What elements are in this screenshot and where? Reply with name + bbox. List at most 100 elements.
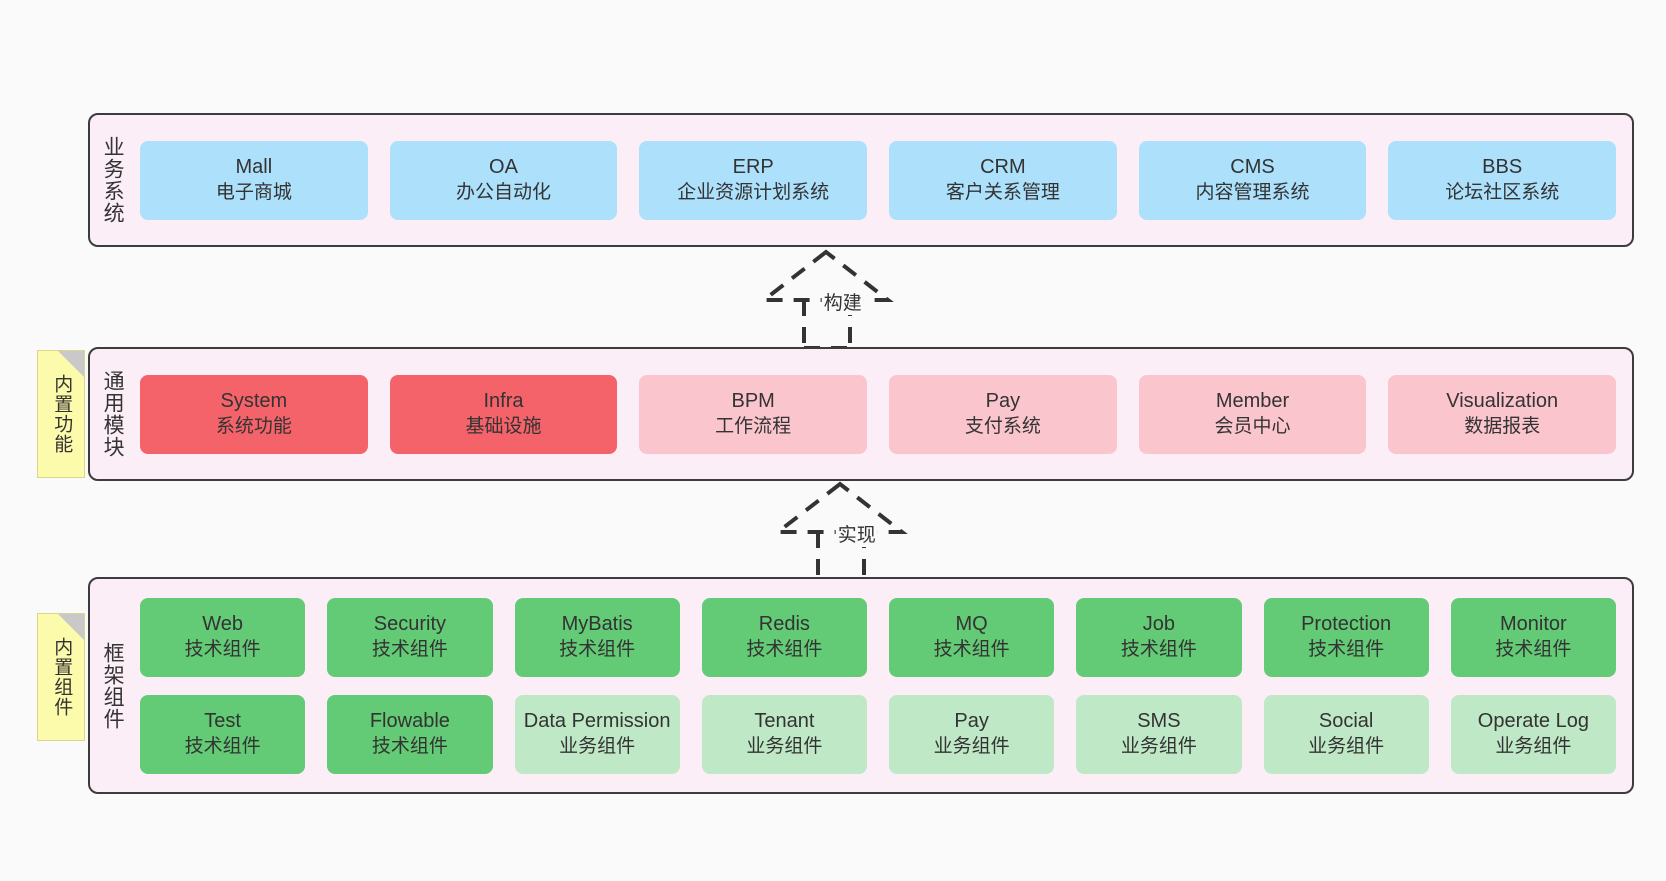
component-web[interactable]: Web 技术组件 [140,597,306,677]
component-tenant-name: Tenant [754,710,815,733]
component-monitor-desc: 技术组件 [1495,638,1572,660]
component-security-desc: 技术组件 [371,638,448,660]
layer-framework-title: 框架组件 [101,641,125,730]
component-sms[interactable]: SMS 业务组件 [1076,694,1242,774]
component-mybatis-name: MyBatis [561,613,633,636]
component-test-desc: 技术组件 [184,735,261,757]
note-builtin-component-label: 内置组件 [51,637,73,717]
module-system-name: System [220,390,288,413]
module-crm-name: CRM [980,156,1026,179]
component-pay[interactable]: Pay 业务组件 [889,694,1055,774]
module-oa[interactable]: OA 办公自动化 [389,140,618,220]
component-mq-desc: 技术组件 [933,638,1010,660]
component-social-desc: 业务组件 [1308,735,1385,757]
component-job-desc: 技术组件 [1120,638,1197,660]
component-job[interactable]: Job 技术组件 [1076,597,1242,677]
module-pay-name: Pay [985,390,1021,413]
module-bbs-desc: 论坛社区系统 [1445,181,1560,203]
connector-implement: 实现 [760,481,940,582]
component-mq-name: MQ [955,613,988,636]
component-mybatis[interactable]: MyBatis 技术组件 [514,597,680,677]
component-protection-desc: 技术组件 [1308,638,1385,660]
module-erp-desc: 企业资源计划系统 [677,181,830,203]
connector-build: 构建 [746,249,926,350]
module-oa-desc: 办公自动化 [456,181,552,203]
module-mall-desc: 电子商城 [215,181,292,203]
component-flowable-name: Flowable [369,710,450,733]
layer-common-title: 通用模块 [101,370,125,458]
component-mq[interactable]: MQ 技术组件 [889,597,1055,677]
component-security[interactable]: Security 技术组件 [327,597,493,677]
note-builtin-function: 内置功能 [37,350,85,478]
component-sms-desc: 业务组件 [1120,735,1197,757]
module-pay[interactable]: Pay 支付系统 [889,374,1117,454]
module-mall-name: Mall [235,156,273,179]
component-social[interactable]: Social 业务组件 [1263,694,1429,774]
module-bpm[interactable]: BPM 工作流程 [639,374,868,454]
component-redis-desc: 技术组件 [746,638,823,660]
module-infra-name: Infra [483,390,524,413]
common-row: System 系统功能 Infra 基础设施 BPM 工作流程 Pay 支付系统… [140,374,1617,454]
component-operate-log-name: Operate Log [1477,710,1589,733]
module-system-desc: 系统功能 [215,415,292,437]
component-web-name: Web [202,613,243,636]
component-data-permission-name: Data Permission [523,710,671,733]
module-erp-name: ERP [732,156,774,179]
note-builtin-function-label: 内置功能 [51,374,73,454]
connector-build-label: 构建 [821,288,864,315]
component-mybatis-desc: 技术组件 [559,638,636,660]
component-data-permission-desc: 业务组件 [559,735,636,757]
component-redis[interactable]: Redis 技术组件 [701,597,867,677]
connector-implement-label: 实现 [835,520,878,547]
module-member-name: Member [1215,390,1290,413]
note-builtin-component: 内置组件 [37,613,85,741]
module-cms-desc: 内容管理系统 [1195,181,1310,203]
business-row: Mall 电子商城 OA 办公自动化 ERP 企业资源计划系统 CRM 客户关系… [140,140,1617,220]
module-infra[interactable]: Infra 基础设施 [389,374,618,454]
component-data-permission[interactable]: Data Permission 业务组件 [514,694,680,774]
component-operate-log[interactable]: Operate Log 业务组件 [1450,694,1616,774]
component-flowable-desc: 技术组件 [371,735,448,757]
layer-common-module: 通用模块 System 系统功能 Infra 基础设施 BPM 工作流程 Pay… [88,347,1634,481]
framework-row-tech: Web 技术组件 Security 技术组件 MyBatis 技术组件 Redi… [140,597,1616,677]
component-flowable[interactable]: Flowable 技术组件 [327,694,493,774]
module-visualization-desc: 数据报表 [1464,415,1541,437]
component-tenant-desc: 业务组件 [746,735,823,757]
component-test[interactable]: Test 技术组件 [140,694,306,774]
module-oa-name: OA [489,156,518,179]
module-system[interactable]: System 系统功能 [140,374,368,454]
module-cms[interactable]: CMS 内容管理系统 [1138,140,1367,220]
component-sms-name: SMS [1137,710,1181,733]
component-social-name: Social [1318,710,1374,733]
component-monitor[interactable]: Monitor 技术组件 [1450,597,1616,677]
module-mall[interactable]: Mall 电子商城 [140,140,368,220]
module-visualization-name: Visualization [1446,390,1559,413]
component-monitor-name: Monitor [1500,613,1567,636]
module-infra-desc: 基础设施 [465,415,542,437]
module-member-desc: 会员中心 [1214,415,1291,437]
layer-framework-body: Web 技术组件 Security 技术组件 MyBatis 技术组件 Redi… [134,579,1632,792]
component-protection-name: Protection [1301,613,1392,636]
component-pay-desc: 业务组件 [933,735,1010,757]
module-bpm-desc: 工作流程 [715,415,792,437]
component-tenant[interactable]: Tenant 业务组件 [701,694,867,774]
layer-business-title: 业务系统 [101,136,125,224]
module-erp[interactable]: ERP 企业资源计划系统 [639,140,868,220]
module-pay-desc: 支付系统 [964,415,1041,437]
module-bbs[interactable]: BBS 论坛社区系统 [1388,140,1617,220]
component-test-name: Test [204,710,241,733]
component-redis-name: Redis [758,613,810,636]
layer-business-body: Mall 电子商城 OA 办公自动化 ERP 企业资源计划系统 CRM 客户关系… [134,115,1632,245]
component-operate-log-desc: 业务组件 [1495,735,1572,757]
component-pay-name: Pay [954,710,989,733]
module-member[interactable]: Member 会员中心 [1138,374,1367,454]
module-visualization[interactable]: Visualization 数据报表 [1388,374,1617,454]
module-cms-name: CMS [1230,156,1275,179]
component-protection[interactable]: Protection 技术组件 [1263,597,1429,677]
component-security-name: Security [373,613,446,636]
layer-business-system: 业务系统 Mall 电子商城 OA 办公自动化 ERP 企业资源计划系统 CRM… [88,113,1634,247]
component-web-desc: 技术组件 [184,638,261,660]
module-crm[interactable]: CRM 客户关系管理 [889,140,1117,220]
module-bbs-name: BBS [1482,156,1523,179]
component-job-name: Job [1142,613,1175,636]
